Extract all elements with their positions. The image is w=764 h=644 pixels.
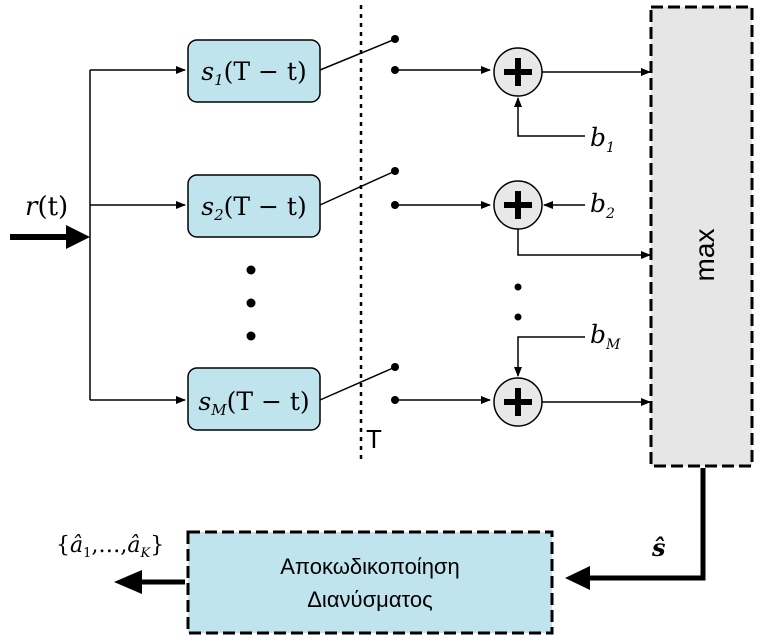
output-label: {â1,…,âK} bbox=[56, 533, 164, 561]
input-signal: r(t) bbox=[10, 192, 90, 249]
max-selector: max bbox=[649, 5, 754, 468]
switch-to-adder-lines bbox=[395, 66, 491, 404]
input-label: r(t) bbox=[25, 192, 68, 222]
matched-filter-2: s2(T − t) bbox=[187, 174, 321, 238]
matched-filter-m: sM(T − t) bbox=[187, 367, 321, 431]
filter-ellipsis bbox=[246, 265, 256, 341]
bias-1: b1 bbox=[590, 123, 615, 156]
bias-lines bbox=[514, 97, 585, 377]
sampling-switches bbox=[319, 35, 399, 404]
decoder-line1: Αποκωδικοποίηση bbox=[280, 554, 460, 579]
bias-m: bM bbox=[590, 320, 621, 353]
svg-text:s1(T − t): s1(T − t) bbox=[201, 57, 306, 89]
adder-2 bbox=[493, 180, 543, 230]
adder-to-max-lines bbox=[517, 68, 651, 406]
decision-label: ŝ bbox=[651, 533, 666, 562]
vector-decoder: Αποκωδικοποίηση Διανύσματος bbox=[186, 530, 554, 635]
max-label: max bbox=[689, 229, 720, 282]
decision-path: ŝ bbox=[565, 468, 706, 590]
svg-text:sM(T − t): sM(T − t) bbox=[198, 387, 309, 419]
adder-ellipsis bbox=[514, 283, 522, 321]
adder-m bbox=[493, 377, 543, 427]
bias-2: b2 bbox=[590, 189, 615, 222]
output-signal: {â1,…,âK} bbox=[56, 533, 185, 594]
adder-1 bbox=[493, 47, 543, 97]
matched-filter-1: s1(T − t) bbox=[187, 39, 321, 103]
decoder-line2: Διανύσματος bbox=[307, 587, 433, 612]
input-bus bbox=[89, 66, 186, 404]
sampling-label: T bbox=[366, 424, 382, 454]
svg-text:s2(T − t): s2(T − t) bbox=[201, 192, 306, 224]
